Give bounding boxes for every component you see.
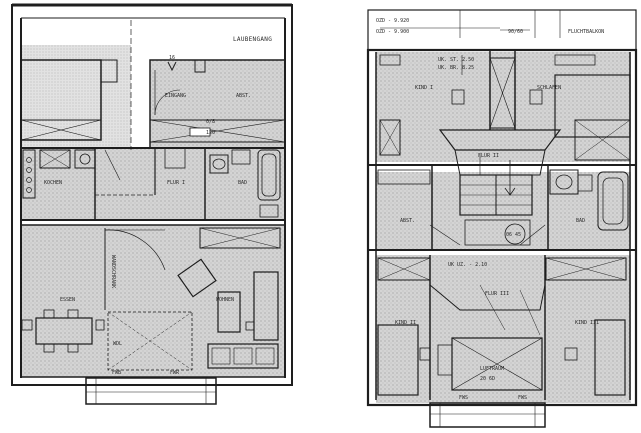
label-essen: ESSEN — [60, 297, 75, 303]
label-fws2: FWS — [518, 395, 527, 401]
right-plan — [366, 9, 638, 428]
label-kochen: KOCHEN — [44, 180, 62, 186]
label-wandschrank: WANDSCHRANK — [110, 255, 116, 288]
label-top3: 90/60 — [508, 29, 523, 35]
label-kind3: KIND III — [575, 320, 599, 326]
label-fwr: FWR — [170, 370, 180, 376]
label-circle: 06 45 — [506, 232, 521, 238]
label-stair-num: 16 — [169, 55, 175, 61]
label-bad-r: BAD — [576, 218, 585, 224]
label-dim-top: 0/8 — [206, 119, 215, 125]
label-wohnen: WOHNEN — [216, 297, 234, 303]
label-fwb: FWB — [112, 370, 121, 376]
label-kind1: KIND I — [415, 85, 433, 91]
label-top1: OZD - 9.920 — [376, 18, 409, 24]
label-luftraum: LUFTRAUM — [480, 366, 504, 372]
label-wdl: WDL — [113, 341, 122, 347]
label-luftraum-dim: 20 6D — [480, 376, 495, 382]
label-dim2: UK. BR. 8.25 — [438, 65, 474, 71]
label-flur: FLUR I — [167, 180, 185, 186]
label-flur3: FLUR III — [485, 291, 509, 297]
label-fws1: FWS — [459, 395, 468, 401]
label-dim1: UK. ST. 2.50 — [438, 57, 474, 63]
label-top2: OZD - 9.900 — [376, 29, 409, 35]
label-eingang: EINGANG — [165, 93, 186, 99]
label-fluchtbalkon: FLUCHTBALKON — [568, 29, 604, 35]
label-schlafen: SCHLAFEN — [537, 85, 561, 91]
label-dim-top2: 120 — [206, 130, 215, 136]
label-flur2: FLUR II — [478, 153, 499, 159]
left-plan — [11, 3, 293, 405]
label-abst-r: ABST. — [400, 218, 415, 224]
label-dim3: UK UZ. - 2.10 — [448, 262, 487, 268]
label-kind2: KIND II — [395, 320, 416, 326]
label-laubengang: LAUBENGANG — [233, 36, 272, 43]
label-bad: BAD — [238, 180, 247, 186]
label-abst: ABST. — [236, 93, 251, 99]
